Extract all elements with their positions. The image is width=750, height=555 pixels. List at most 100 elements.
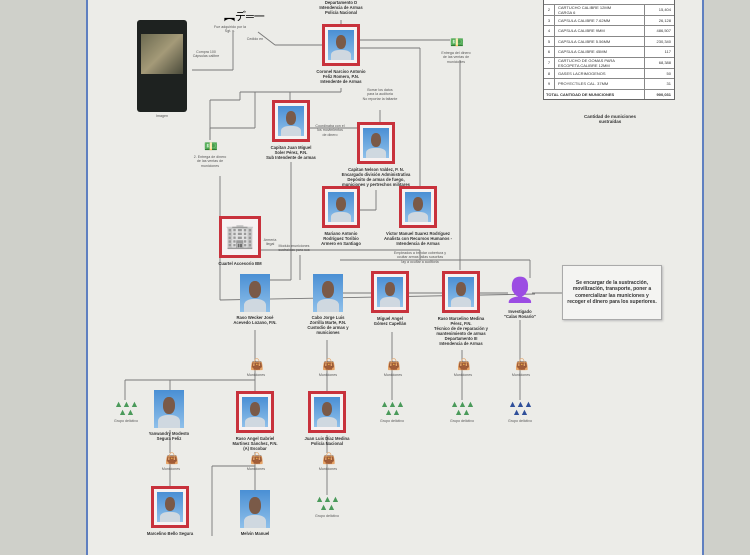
link-caption-phone_link: Compra 100 Cápsulas calibre	[192, 50, 220, 59]
bag-icon: 👜	[387, 359, 401, 371]
agent-caption: Municiones	[161, 467, 181, 471]
row-value: 31	[644, 79, 674, 89]
row-description: CARTUCHO DE GOMAS PARA ESCOPETA CALIBRE …	[558, 57, 615, 68]
row-number: 2	[544, 4, 555, 15]
person-node-coronel: Coronel Narciso Antonio Feliz Romero, P.…	[301, 24, 381, 84]
bag-icon: 👜	[322, 453, 336, 465]
note-box: Se encargar de la sustracción, movilizac…	[562, 265, 662, 320]
row-value: 486,507	[644, 26, 674, 36]
person-photo	[314, 397, 340, 427]
row-number: 9	[544, 79, 555, 89]
rifle-icon: ︻デ═一	[224, 11, 265, 23]
person-node-martinez: Raso Angel Gabriel Martinez Sánchez, P.N…	[215, 391, 295, 451]
bag-icon: 👜	[322, 359, 336, 371]
person-name: Capitan Nelson Valdez, P. N. Encargado d…	[341, 167, 411, 187]
agent-caption: Municiones	[453, 373, 473, 377]
person-node-suarez: Victor Manuel Suarez Rodríguez Analista …	[378, 186, 458, 246]
row-value: 117	[644, 47, 674, 57]
bag-icon: 👜	[515, 359, 529, 371]
photo-frame	[236, 391, 274, 433]
person-name: Melvin Manuel	[240, 531, 270, 536]
photo-frame	[154, 390, 184, 428]
photo-frame	[399, 186, 437, 228]
person-node-gomez: Miguel Angel Gómez Capellán	[350, 271, 430, 326]
row-description: CAPSULA CALIBRE 7.62MM	[558, 17, 611, 23]
row-description: PROYECTILES CAL. 37MM	[558, 81, 609, 87]
group-caption: Grupo delictivo	[315, 514, 339, 518]
total-label: TOTAL CANTIDAD DE MUNICIONES	[546, 91, 615, 97]
row-description: CAPSULA CALIBRE 45MM	[558, 49, 607, 55]
department-title: Departamento D Intendencia de Armas Poli…	[319, 0, 363, 15]
person-name: Raso Wecker José Acevedo Lozano, P.N.	[233, 315, 277, 325]
agent-caption: Municiones	[511, 373, 531, 377]
person-photo	[328, 192, 354, 222]
person-node-bottom1: Marcelino Bello Segura	[130, 486, 210, 536]
person-name: Marcelino Bello Segura	[146, 531, 194, 536]
row-description: CARTUCHO CALIBRE 12MM CARGA 6	[558, 4, 612, 15]
photo-frame	[357, 122, 395, 164]
row-number: 8	[544, 68, 555, 78]
person-name: Raso Marcelino Medina Pérez, P.N. Técnic…	[434, 316, 488, 346]
cuartel-node: 🏢 Cuartel Accesorio BM	[200, 216, 280, 266]
agent-caption: Municiones	[246, 373, 266, 377]
row-number: 3	[544, 15, 555, 25]
link-caption-cuartel_link: Armería Ilegal	[263, 238, 277, 247]
person-photo	[448, 277, 474, 307]
agent-caption: Municiones	[318, 467, 338, 471]
person-name: Miguel Angel Gómez Capellán	[373, 316, 407, 326]
person-photo	[377, 277, 403, 307]
building-frame: 🏢	[219, 216, 261, 258]
people-group-icon: ▲▲▲ ▲▲	[315, 494, 340, 512]
photo-frame	[371, 271, 409, 313]
people-group-icon: ▲▲▲ ▲▲	[450, 399, 475, 417]
link-caption-modulo: Modulo municiones sustraídas para sus	[278, 244, 310, 253]
person-node-diaz: Juan Luis Díaz Medina Policía Nacional	[287, 391, 367, 446]
money-icon: 💵	[204, 141, 218, 153]
row-description: CAPSULA CALIBRE 5.56MM	[558, 38, 611, 44]
row-number: 6	[544, 47, 555, 57]
person-node-acevedo: Raso Wecker José Acevedo Lozano, P.N.	[215, 274, 295, 325]
person-name: Cabo Jorge Luis Zorrilla Marte, P.N. Cus…	[307, 315, 349, 335]
row-value: 68,388	[644, 57, 674, 68]
money-left-caption: 2. Entrega de dinero de las ventas de mu…	[193, 155, 227, 168]
photo-frame	[151, 486, 189, 528]
row-description: CAPSULA CALIBRE 9MM	[558, 28, 605, 34]
bag-icon: 👜	[250, 359, 264, 371]
person-name: Mariano Antonio Rodríguez Toribio Armero…	[321, 231, 361, 246]
phone-caption: Imagen	[156, 114, 168, 118]
row-value: 15,404	[644, 4, 674, 15]
connector-line	[257, 31, 276, 46]
photo-frame	[322, 186, 360, 228]
person-node-toribio: Mariano Antonio Rodríguez Toribio Armero…	[301, 186, 381, 246]
rifle-caption: Fue adquirido por la Sgt. ...	[214, 25, 246, 34]
money-right-caption: Entrega del dinero de las ventas de muni…	[441, 51, 471, 64]
cuartel-name: Cuartel Accesorio BM	[218, 261, 262, 266]
investigado-node: 👤Investigado "Calas Rosario"	[490, 276, 550, 319]
photo-frame	[308, 391, 346, 433]
people-group-icon: ▲▲▲ ▲▲	[508, 399, 533, 417]
person-node-bottom2: Melvin Manuel	[215, 490, 295, 536]
link-caption-rifle_link: Cedido en	[246, 37, 264, 41]
person-name: Capitan Juan Miguel Soler Pérez, P.N. Su…	[266, 145, 316, 160]
person-photo	[157, 492, 183, 522]
person-photo	[405, 192, 431, 222]
group-caption: Grupo delictivo	[508, 419, 532, 423]
table-total-row: TOTAL CANTIDAD DE MUNICIONES 900,031	[544, 88, 674, 99]
person-name: Coronel Narciso Antonio Feliz Romero, P.…	[316, 69, 366, 84]
row-value: 50	[644, 68, 674, 78]
person-node-zorrilla: Cabo Jorge Luis Zorrilla Marte, P.N. Cus…	[288, 274, 368, 335]
photo-frame	[322, 24, 360, 66]
total-value: 900,031	[644, 89, 674, 99]
person-node-valdez: Capitan Nelson Valdez, P. N. Encargado d…	[336, 122, 416, 187]
agent-caption: Municiones	[383, 373, 403, 377]
person-photo	[242, 397, 268, 427]
link-caption-empleados: Empleados a brindar cobertura y ocultar …	[393, 251, 447, 264]
photo-frame	[313, 274, 343, 312]
people-group-icon: ▲▲▲ ▲▲	[114, 399, 139, 417]
